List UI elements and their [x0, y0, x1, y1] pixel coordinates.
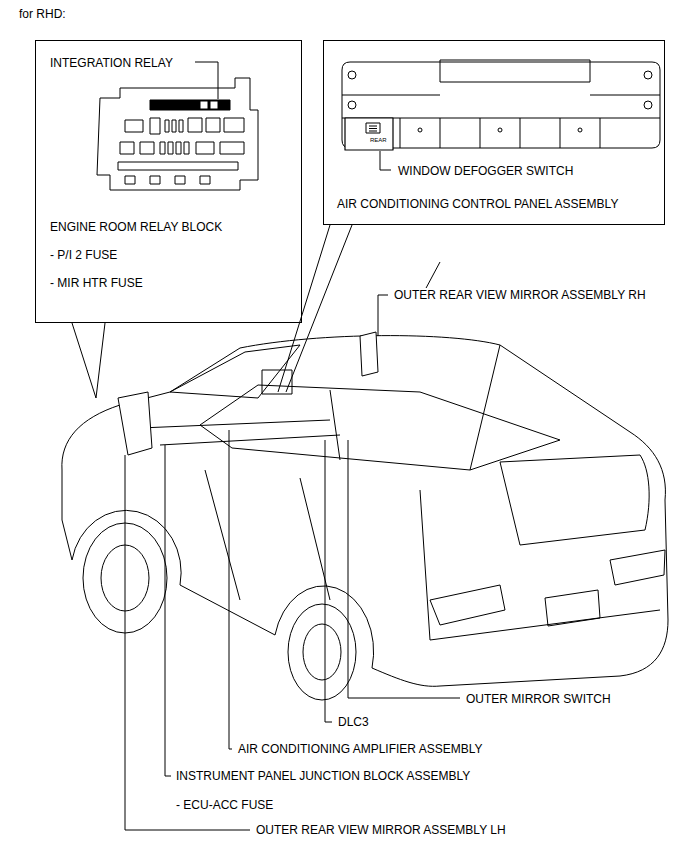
part-label: INTEGRATION RELAY [49, 56, 174, 70]
relay-block-drawing [97, 62, 258, 190]
part-label: OUTER MIRROR SWITCH [465, 692, 612, 706]
vehicle-drawing [62, 262, 668, 700]
callout-pointer [278, 225, 352, 392]
part-label: OUTER REAR VIEW MIRROR ASSEMBLY RH [393, 288, 647, 302]
control-panel-drawing [342, 60, 660, 170]
part-label: for RHD: [18, 7, 67, 21]
callout-box: WINDOW DEFOGGER SWITCH AIR CONDITIONING C… [323, 40, 665, 225]
part-label: INSTRUMENT PANEL JUNCTION BLOCK ASSEMBLY [175, 769, 471, 783]
part-label: OUTER REAR VIEW MIRROR ASSEMBLY LH [255, 823, 507, 837]
part-label: AIR CONDITIONING CONTROL PANEL ASSEMBLY [336, 197, 619, 211]
callout-pointer [72, 323, 105, 398]
callout-box: INTEGRATION RELAY ENGINE ROOM RELAY BLOCK… [35, 40, 302, 323]
part-label: AIR CONDITIONING AMPLIFIER ASSEMBLY [237, 742, 484, 756]
part-label: ENGINE ROOM RELAY BLOCK [49, 220, 223, 234]
part-label: DLC3 [337, 715, 370, 729]
part-label: - MIR HTR FUSE [49, 276, 144, 290]
part-label: - P/I 2 FUSE [49, 248, 118, 262]
part-label: WINDOW DEFOGGER SWITCH [397, 164, 574, 178]
switch-icon-text: REAR [369, 136, 388, 144]
part-label: - ECU-ACC FUSE [175, 798, 274, 812]
